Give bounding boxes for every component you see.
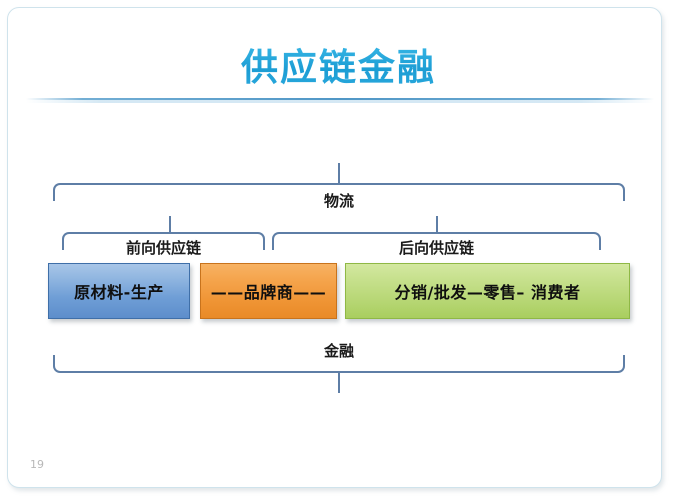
chain-box-brand[interactable]: ——品牌商—— (200, 263, 337, 319)
brace-finance-label: 金融 (323, 342, 354, 360)
brace-forward-chain-label: 前向供应链 (125, 239, 201, 257)
brace-backward-chain (272, 232, 601, 250)
brace-logistics-pointer (338, 163, 340, 184)
brace-forward-chain-pointer (169, 216, 171, 233)
brace-backward-chain-label: 后向供应链 (398, 239, 474, 257)
brace-forward-chain (62, 232, 265, 250)
chain-box-distribution[interactable]: 分销/批发—零售– 消费者 (345, 263, 630, 319)
title-divider (26, 98, 654, 100)
page-number: 19 (30, 458, 44, 471)
page-title: 供应链金融 (0, 46, 677, 90)
chain-box-raw-material[interactable]: 原材料-生产 (48, 263, 190, 319)
brace-backward-chain-pointer (436, 216, 438, 233)
chain-box-raw-material-label: 原材料-生产 (74, 283, 164, 302)
brace-logistics-label: 物流 (323, 192, 354, 210)
slide-frame (7, 7, 662, 488)
chain-box-distribution-label: 分销/批发—零售– 消费者 (394, 283, 581, 302)
title-divider-shadow (26, 100, 654, 103)
brace-logistics (53, 183, 625, 201)
chain-box-brand-label: ——品牌商—— (210, 283, 327, 302)
brace-finance-pointer (338, 372, 340, 393)
